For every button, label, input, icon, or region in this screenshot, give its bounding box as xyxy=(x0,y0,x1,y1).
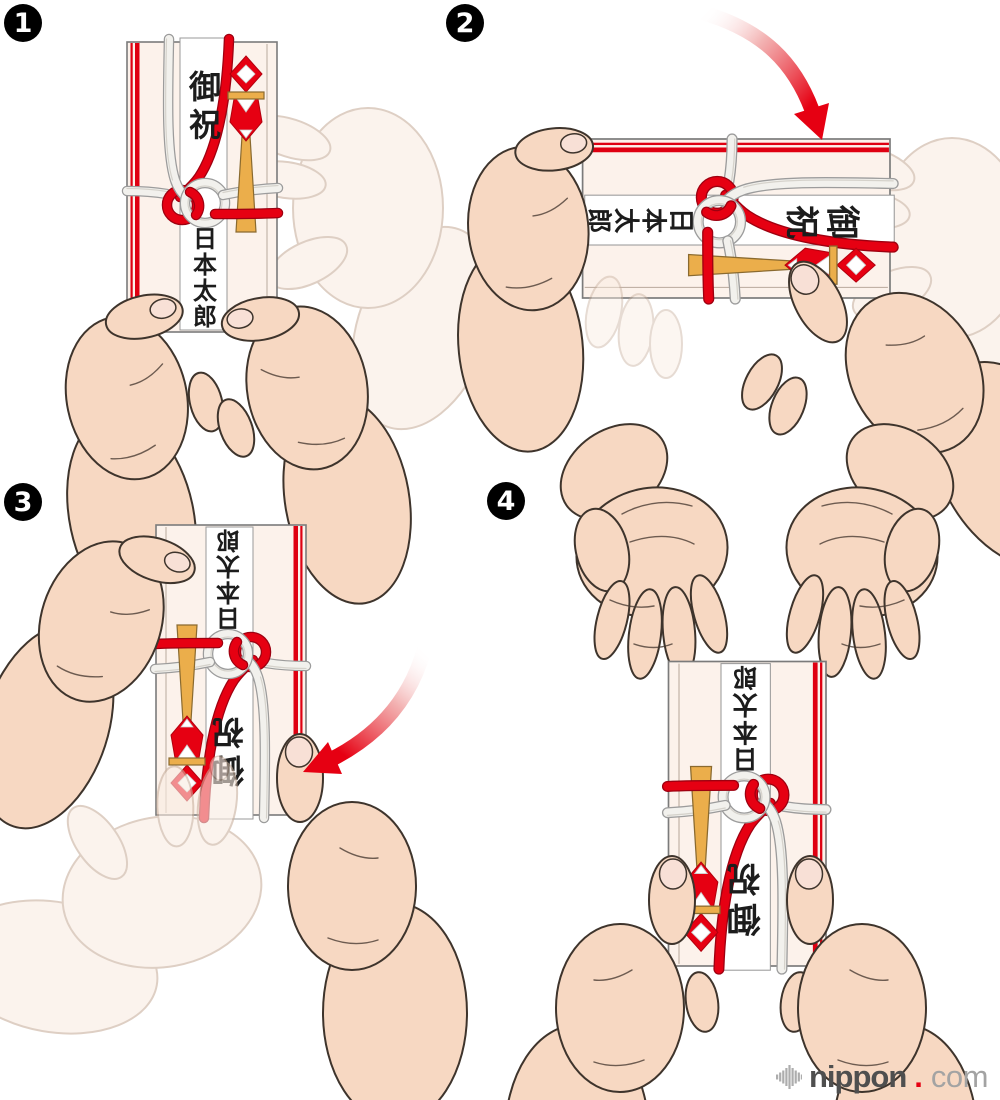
step3-giver-right-hand xyxy=(276,733,468,1100)
envelope-title-text: 御祝 xyxy=(184,70,222,146)
step1-envelope: 御祝 日本太郎 xyxy=(127,38,278,332)
step4-envelope: 御祝 日本太郎 xyxy=(667,662,826,971)
logo-brand-text: nippon xyxy=(809,1059,907,1094)
step4-fingertip xyxy=(680,969,724,1035)
envelope-name-text: 日本太郎 xyxy=(189,226,218,330)
step-4-badge: 4 xyxy=(487,482,525,520)
step-3-badge: 3 xyxy=(4,483,42,521)
step2-ghost-fingers-through-paper xyxy=(584,275,683,379)
step4-giver-left-hand xyxy=(504,855,696,1100)
envelope-title-text: 御祝 xyxy=(780,200,861,240)
nippon-com-logo: nippon.com xyxy=(776,1059,989,1094)
step2-envelope: 御祝 日本太郎 xyxy=(583,139,895,299)
step-3-panel: 御祝 日本太郎 xyxy=(0,502,468,1100)
step-1-badge: 1 xyxy=(4,4,42,42)
step-2-badge: 2 xyxy=(446,4,484,42)
step4-recipient-left-hand xyxy=(541,403,741,682)
envelope-name-text: 日本太郎 xyxy=(731,664,761,773)
step-1-panel: 御祝 日本太郎 xyxy=(25,38,521,634)
step-2-panel: 御祝 日本太郎 xyxy=(435,4,1000,619)
step-4-panel: 御祝 日本太郎 xyxy=(504,403,978,1100)
envelope-name-text: 日本太郎 xyxy=(585,205,695,235)
rotate-counterclockwise-arrow xyxy=(303,642,432,774)
soundwave-bars-icon xyxy=(776,1065,802,1089)
logo-tld-text: com xyxy=(930,1059,989,1094)
envelope-name-text: 日本太郎 xyxy=(216,527,245,631)
logo-dot: . xyxy=(914,1059,923,1094)
envelope-title-text: 御祝 xyxy=(726,857,766,937)
rotate-clockwise-arrow xyxy=(692,4,829,140)
